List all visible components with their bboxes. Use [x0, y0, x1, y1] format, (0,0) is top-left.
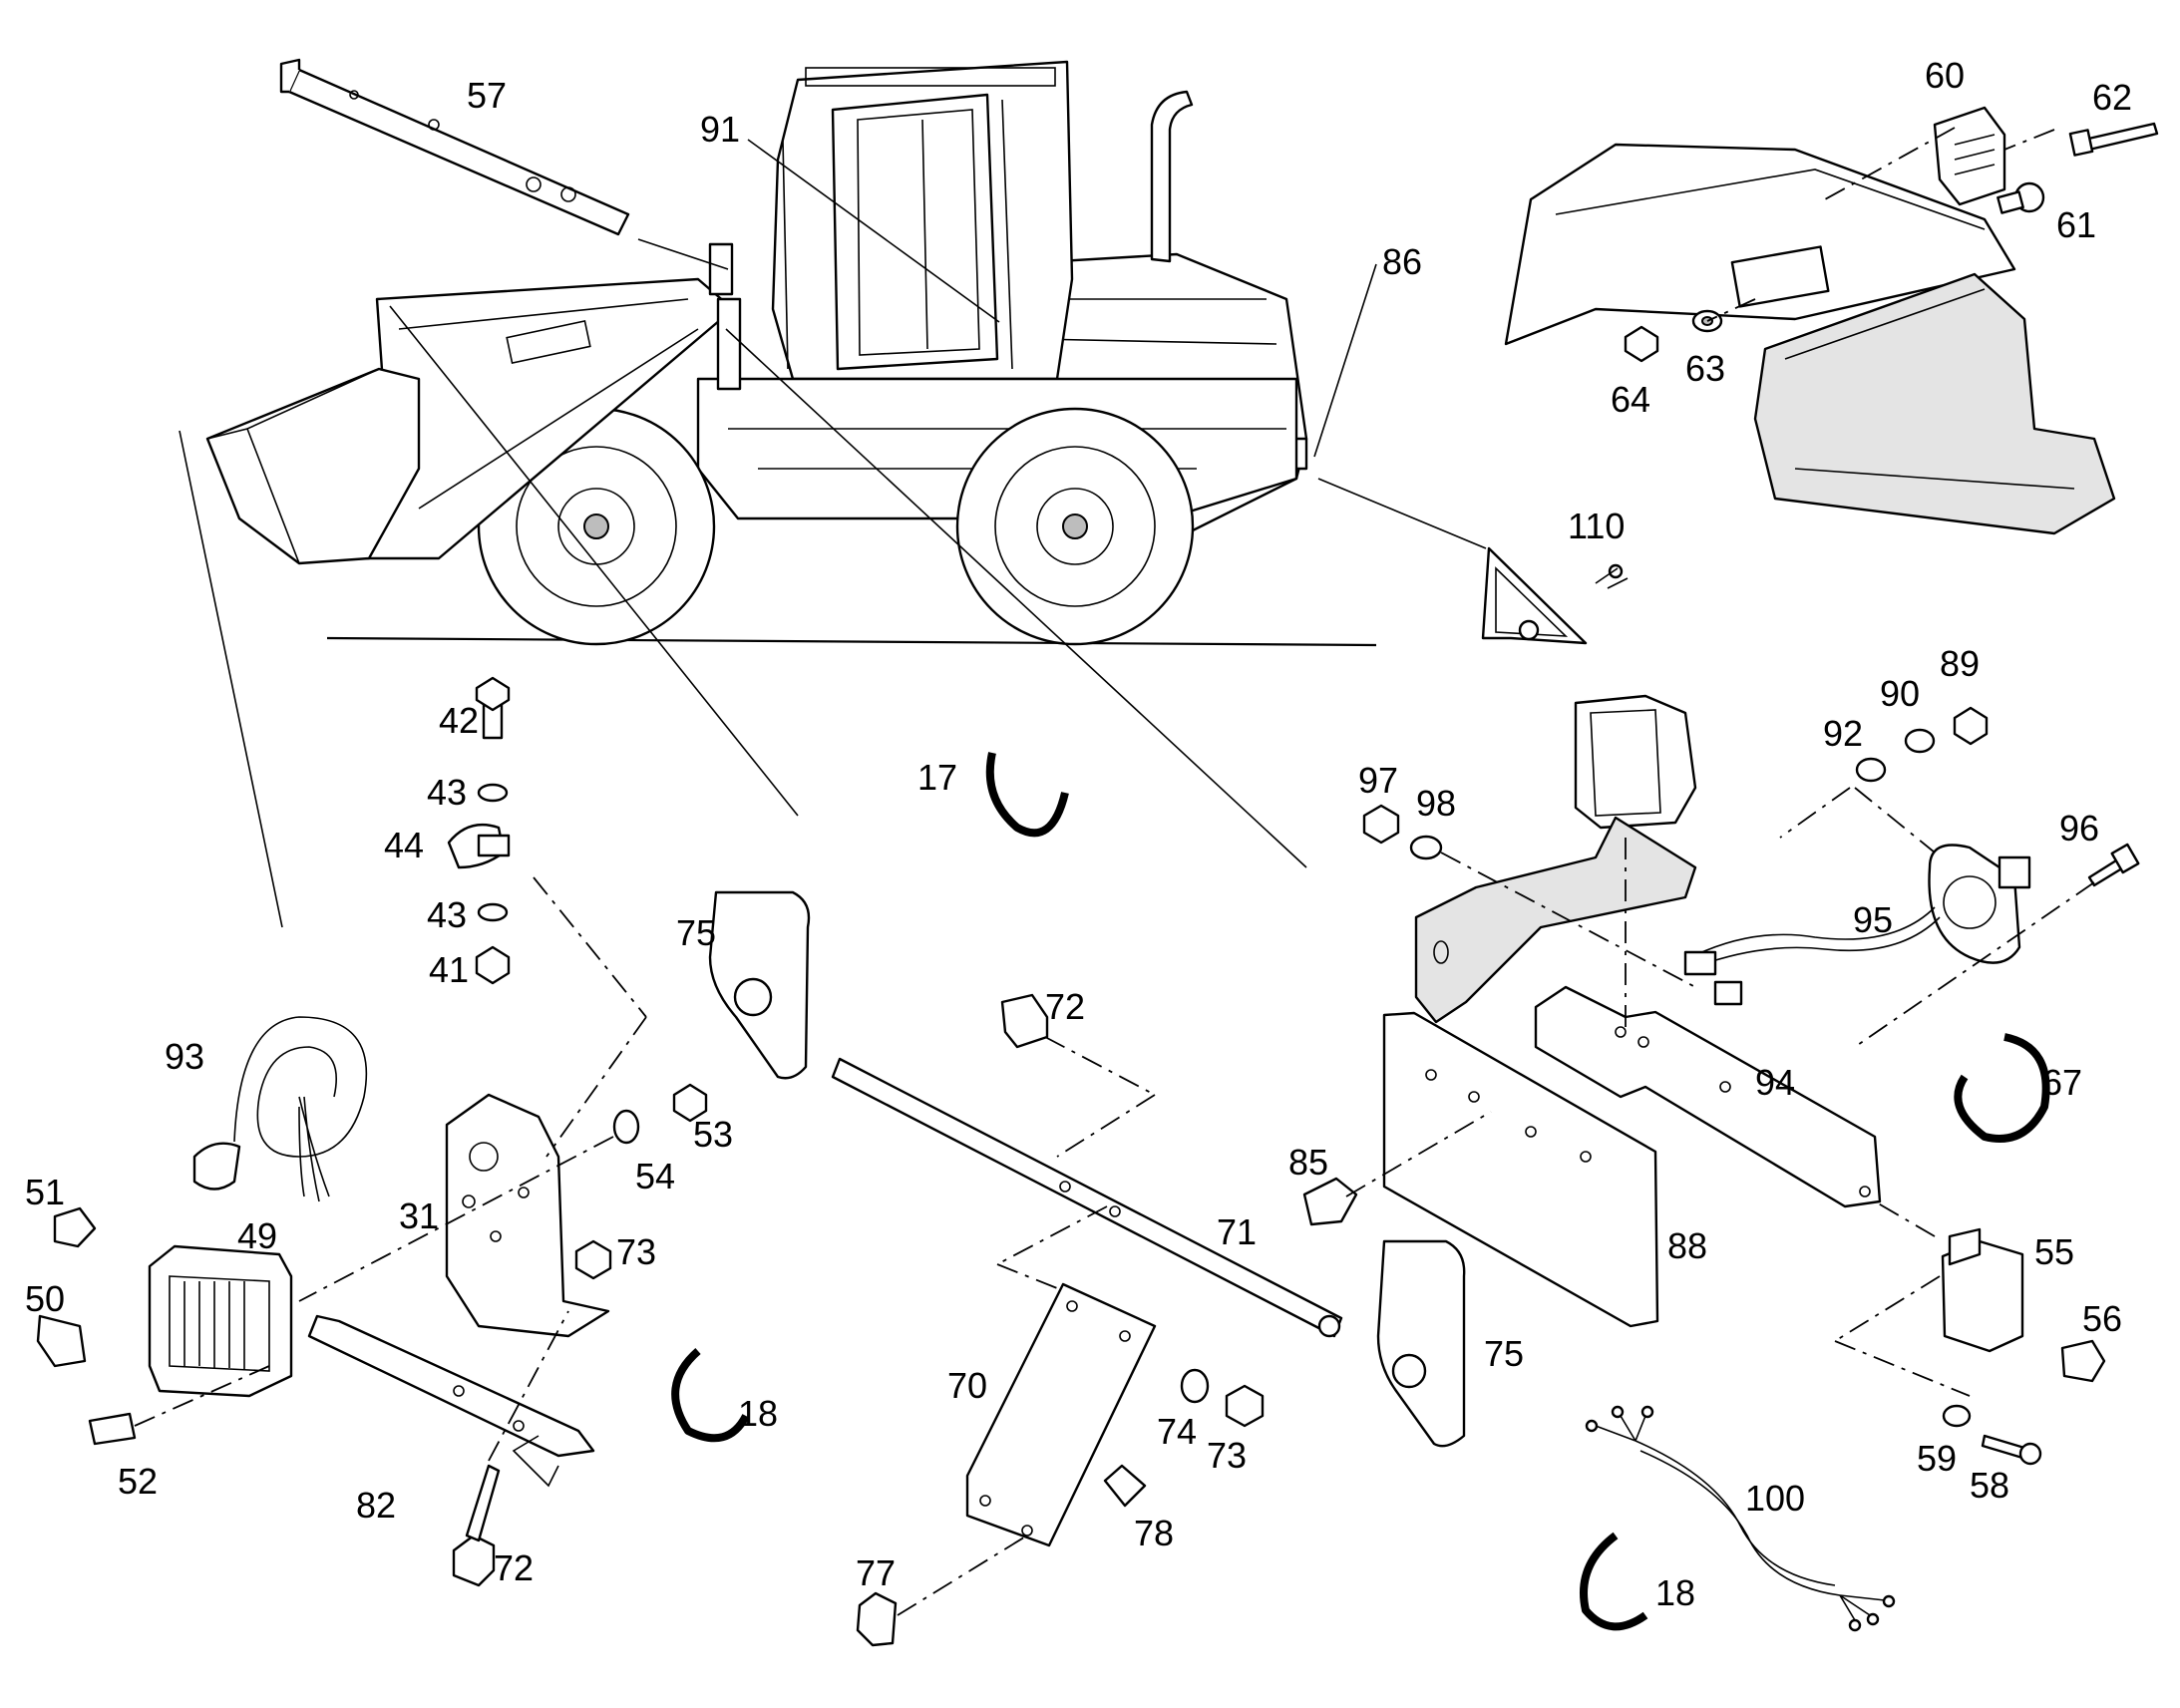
part-number-labels: 57 91 86 60 62 61 64 63 110 42 43 44 43 …: [25, 55, 2132, 1613]
part-100-harness: [1585, 1405, 1896, 1632]
part-52-screw: [88, 1412, 137, 1446]
label-97: 97: [1358, 760, 1398, 801]
part-70-bracket: [965, 1282, 1157, 1547]
part-50-bulb: [36, 1314, 87, 1368]
label-18-left: 18: [738, 1393, 778, 1434]
label-61: 61: [2056, 204, 2096, 245]
part-95-socket: [1683, 844, 2031, 1006]
part-75-mirror-lower: [1376, 1239, 1466, 1448]
label-94: 94: [1755, 1062, 1795, 1103]
label-93: 93: [165, 1036, 204, 1077]
part-53-nut: [672, 1083, 708, 1123]
part-72-bolt-lower: [452, 1534, 496, 1587]
label-63: 63: [1685, 348, 1725, 389]
label-57: 57: [467, 75, 507, 116]
part-78-wingnut: [1103, 1464, 1147, 1508]
label-52: 52: [118, 1461, 158, 1502]
label-58: 58: [1970, 1465, 2009, 1506]
part-85-bolt: [1302, 1177, 1358, 1226]
part-54-washer: [612, 1109, 640, 1145]
part-93-cable: [192, 1016, 368, 1202]
label-62: 62: [2092, 77, 2132, 118]
label-53: 53: [693, 1114, 733, 1155]
part-73-nut-mid: [1225, 1384, 1265, 1428]
part-67-clamp: [1954, 1033, 2050, 1143]
label-90: 90: [1880, 673, 1920, 714]
label-56: 56: [2082, 1298, 2122, 1339]
label-75-lower: 75: [1484, 1333, 1524, 1374]
label-17: 17: [917, 757, 957, 798]
work-lamp: [1574, 694, 1697, 830]
label-41: 41: [429, 949, 469, 990]
label-110: 110: [1568, 506, 1625, 546]
label-74: 74: [1157, 1411, 1197, 1452]
label-51: 51: [25, 1172, 65, 1212]
part-57-strap: [279, 58, 630, 236]
label-89: 89: [1940, 643, 1980, 684]
label-78: 78: [1134, 1513, 1174, 1553]
part-58-screw: [1981, 1434, 2026, 1460]
part-77-bolt: [856, 1591, 898, 1647]
label-88: 88: [1667, 1225, 1707, 1266]
label-73-left: 73: [616, 1231, 656, 1272]
label-44: 44: [384, 825, 424, 865]
label-91: 91: [700, 109, 740, 150]
label-54: 54: [635, 1156, 675, 1196]
part-56-bulb: [2060, 1339, 2106, 1383]
label-50: 50: [25, 1278, 65, 1319]
label-49: 49: [237, 1215, 277, 1256]
part-90-washer: [1904, 728, 1936, 754]
label-18-right: 18: [1655, 1572, 1695, 1613]
label-77: 77: [856, 1552, 896, 1593]
fender-assembly: [1504, 143, 2116, 535]
label-67: 67: [2042, 1062, 2082, 1103]
label-43-upper: 43: [427, 772, 467, 813]
label-43-lower: 43: [427, 894, 467, 935]
label-95: 95: [1853, 899, 1893, 940]
part-51-bulb: [53, 1206, 97, 1248]
label-82: 82: [356, 1485, 396, 1526]
label-31: 31: [399, 1196, 439, 1236]
part-88-plate: [1382, 1011, 1659, 1328]
label-86: 86: [1382, 241, 1422, 282]
part-59-washer: [1942, 1404, 1972, 1428]
part-49-work-light: [148, 1244, 293, 1398]
part-94-bracket: [1534, 985, 1882, 1208]
part-18-clamp-right: [1580, 1532, 1648, 1631]
part-89-nut: [1953, 706, 1989, 746]
part-73-nut-left: [574, 1239, 612, 1280]
part-74-washer: [1180, 1368, 1210, 1404]
part-82-bar: [307, 1314, 595, 1458]
label-85: 85: [1288, 1142, 1328, 1183]
clamp-stack: [447, 676, 511, 985]
lamp-bracket: [1414, 816, 1697, 1024]
label-100: 100: [1745, 1478, 1805, 1519]
label-98: 98: [1416, 783, 1456, 824]
label-55: 55: [2034, 1231, 2074, 1272]
part-92-washer: [1855, 757, 1887, 783]
part-97-nut: [1362, 804, 1400, 845]
label-64: 64: [1611, 379, 1650, 420]
part-18-clamp-left: [671, 1347, 750, 1443]
part-110-reflector: [1481, 546, 1588, 645]
label-96: 96: [2059, 808, 2099, 849]
part-64-nut: [1624, 325, 1659, 363]
label-75-upper: 75: [676, 912, 716, 953]
label-70: 70: [947, 1365, 987, 1406]
part-62-screw: [2082, 122, 2159, 152]
label-42: 42: [439, 700, 479, 741]
part-31-bracket: [445, 1093, 610, 1338]
part-98-washer: [1409, 835, 1443, 860]
label-71: 71: [1217, 1211, 1257, 1252]
part-72-bolt-upper: [1000, 993, 1049, 1049]
label-72-upper: 72: [1045, 986, 1085, 1027]
label-72-lower: 72: [494, 1547, 534, 1588]
label-92: 92: [1823, 713, 1863, 754]
part-17-clamp: [985, 752, 1069, 838]
label-73-mid: 73: [1207, 1435, 1247, 1476]
label-59: 59: [1917, 1438, 1957, 1479]
label-60: 60: [1925, 55, 1965, 96]
wheel-loader: [205, 60, 1377, 647]
